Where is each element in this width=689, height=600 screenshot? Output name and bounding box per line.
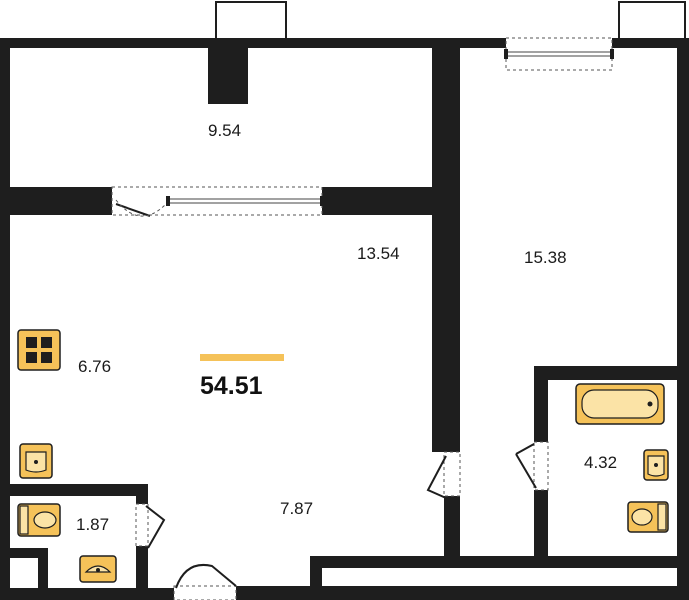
- balcony-door: [111, 186, 324, 217]
- balcony-column: [208, 38, 248, 104]
- total-accent-bar: [200, 354, 284, 361]
- area-bathroom: 4.32: [584, 453, 617, 472]
- top-window-frames: [215, 1, 686, 41]
- bathroom-walls: [310, 366, 689, 588]
- sink-icon: [79, 555, 117, 583]
- stove-icon: [17, 329, 61, 371]
- area-wc: 1.87: [76, 515, 109, 534]
- toilet-icon: [627, 501, 669, 533]
- central-wall: [432, 38, 460, 560]
- total-area: 54.51: [200, 372, 263, 400]
- area-hallway: 7.87: [280, 499, 313, 518]
- wc-walls: [0, 484, 148, 588]
- wc-door: [135, 503, 166, 549]
- exterior-walls: [0, 38, 689, 600]
- sink-icon: [643, 449, 669, 481]
- toilet-icon: [17, 503, 61, 537]
- balcony-partition: [0, 187, 446, 215]
- area-kitchen: 6.76: [78, 357, 111, 376]
- entrance-door: [173, 564, 237, 600]
- area-balcony: 9.54: [208, 121, 241, 140]
- area-living: 13.54: [357, 244, 400, 263]
- bathtub-icon: [575, 383, 665, 425]
- bedroom-window: [504, 37, 614, 71]
- bedroom-door: [426, 451, 461, 499]
- bathroom-door: [515, 441, 549, 491]
- area-bedroom: 15.38: [524, 248, 567, 267]
- sink-icon: [19, 443, 53, 479]
